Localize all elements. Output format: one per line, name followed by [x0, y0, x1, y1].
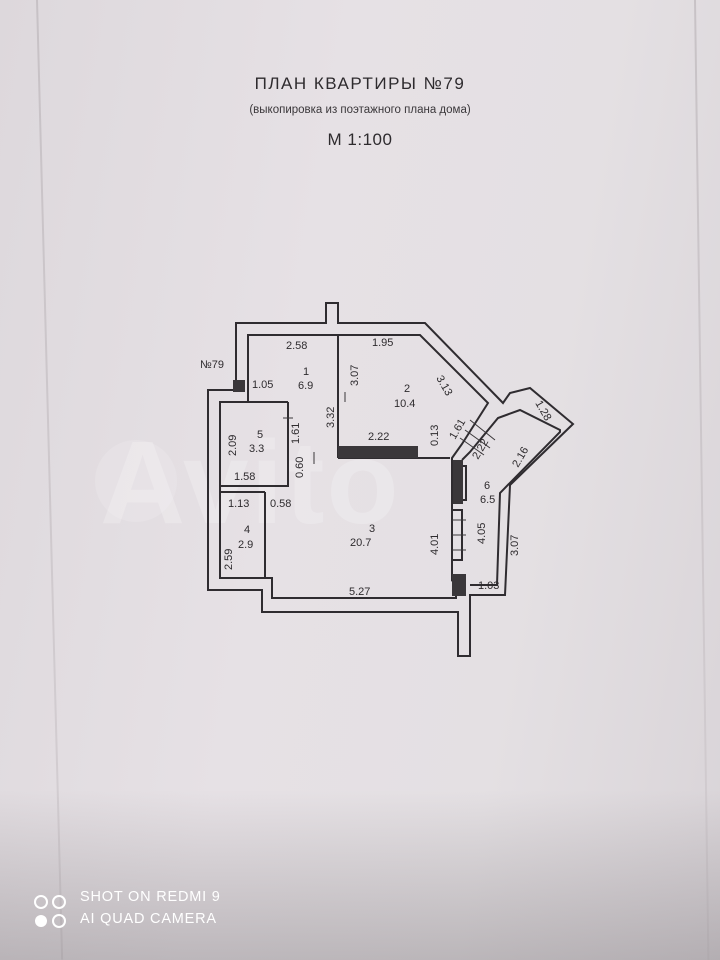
wall-block-corner [233, 380, 245, 392]
wall-block-room2 [338, 446, 418, 458]
dimension-label: 3.07 [349, 365, 361, 386]
dimension-label: 5.27 [349, 586, 370, 598]
window-wall-block [453, 460, 463, 504]
dimension-label: 2.09 [227, 435, 239, 456]
camera-watermark-line1: SHOT ON REDMI 9 [80, 889, 221, 905]
watermark-text: Avito [100, 417, 401, 549]
photo-shadow [0, 790, 720, 960]
window-hatch [459, 437, 485, 456]
dimension-label: 1.13 [228, 498, 249, 510]
room-area: 6.5 [480, 494, 495, 506]
dimension-label: 2.59 [223, 549, 235, 570]
dimension-label: 1.28 [532, 399, 553, 424]
plan-scale: М 1:100 [327, 130, 393, 149]
dimension-label: 0.13 [429, 425, 441, 446]
dimension-label: 3.32 [325, 407, 337, 428]
room-number: 4 [244, 524, 250, 536]
dimension-label: 2.16 [510, 445, 531, 470]
balcony-wall [461, 408, 561, 586]
dimension-label: 1.58 [234, 471, 255, 483]
dimension-label: 1.05 [252, 379, 273, 391]
window-hatch [469, 419, 496, 441]
room-number: 1 [303, 366, 309, 378]
room-number: 3 [369, 523, 375, 535]
room-area: 6.9 [298, 380, 313, 392]
dimension-label: 2.22 [470, 437, 491, 462]
plan-title: ПЛАН КВАРТИРЫ №79 [254, 74, 466, 93]
camera-lens-icon [34, 895, 66, 928]
dimension-label: 4.01 [429, 534, 441, 555]
partition-room-5 [220, 402, 289, 487]
dimension-label: 4.05 [476, 523, 488, 544]
dimension-label: 2.58 [286, 340, 307, 352]
room-area: 20.7 [350, 537, 371, 549]
window-hatch [464, 429, 491, 449]
dimension-label: 0.58 [270, 498, 291, 510]
room-number: 6 [484, 480, 490, 492]
dimension-label: 0.60 [294, 457, 306, 478]
room-area: 3.3 [249, 443, 264, 455]
room-area: 10.4 [394, 398, 415, 410]
dimension-label: 1.95 [372, 337, 393, 349]
dimension-label: 2.22 [368, 431, 389, 443]
dimension-label: 3.13 [433, 374, 454, 399]
room-number: 2 [404, 383, 410, 395]
apartment-label: №79 [200, 359, 224, 371]
camera-watermark: SHOT ON REDMI 9 AI QUAD CAMERA [80, 889, 221, 933]
outer-wall [207, 302, 575, 657]
room-area: 2.9 [238, 539, 253, 551]
dimension-label: 1.03 [478, 580, 499, 592]
wall-block-room3 [452, 574, 466, 596]
room-number: 5 [257, 429, 263, 441]
dimension-label: 3.07 [509, 535, 521, 556]
camera-watermark-line2: AI QUAD CAMERA [80, 911, 217, 927]
dimension-label: 1.61 [290, 423, 302, 444]
watermark-logo-circle [95, 440, 177, 522]
plan-subtitle: (выкопировка из поэтажного плана дома) [249, 104, 471, 116]
